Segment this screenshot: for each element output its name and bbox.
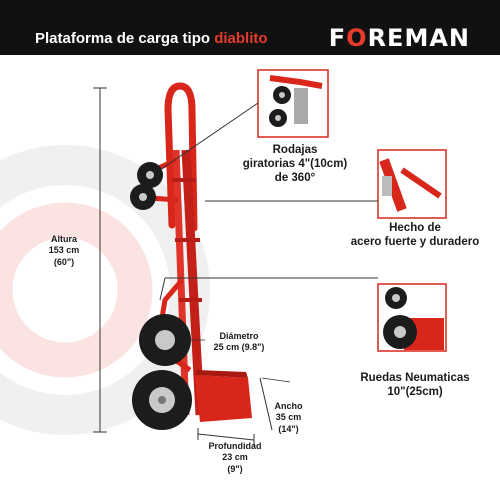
casters-label: Rodajas giratorias 4"(10cm) de 360° [225,144,365,185]
steel-label-line: Hecho de [389,222,441,234]
casters-label-line: giratorias 4"(10cm) [242,157,348,170]
brand-logo: FOREMAN [329,24,470,52]
caster-detail-image [257,69,329,138]
banner-title-main: Plataforma de carga tipo [35,30,215,47]
banner-title-accent: diablito [214,30,268,47]
brand-logo-part: REMAN [367,24,470,52]
width-dimension-label: Ancho 35 cm (14") [266,401,311,435]
tires-label-line: 10"(25cm) [387,385,443,398]
height-dimension-label: Altura 153 cm (60") [40,234,88,268]
casters-label-line: Rodajas [272,144,318,156]
depth-dimension-line [197,428,255,446]
height-imperial: (60") [53,256,75,267]
header-banner: Plataforma de carga tipo diablito FOREMA… [0,0,500,55]
width-dimension-line [259,377,291,431]
steel-label-line: acero fuerte y duradero [350,235,480,248]
tire-callout-leader-tail [159,277,166,301]
diameter-value: 25 cm (9.8") [213,342,265,353]
depth-metric: 23 cm [222,452,248,463]
depth-label: Profundidad [208,441,262,451]
frame-detail-image [377,149,447,219]
height-dimension-line [93,87,107,433]
tire-detail-image [377,283,447,352]
caster-callout-leader [159,102,259,171]
width-imperial: (14") [278,423,299,434]
bg-ring-inner [0,202,153,378]
depth-dimension-label: Profundidad 23 cm (9") [200,441,270,475]
height-metric: 153 cm [48,245,80,256]
steel-frame-label: Hecho de acero fuerte y duradero [340,222,490,250]
diameter-dimension-label: Diámetro 25 cm (9.8") [208,331,270,354]
width-metric: 35 cm [275,412,302,423]
depth-imperial: (9") [227,463,243,474]
height-label: Altura [50,234,77,244]
brand-logo-part: F [328,24,347,52]
width-label: Ancho [274,401,303,411]
brand-logo-mark: O [346,24,368,52]
hand-truck-image [130,82,252,430]
casters-label-line: de 360° [274,171,316,184]
tires-label-line: Ruedas Neumaticas [360,372,470,384]
tires-label: Ruedas Neumaticas 10"(25cm) [345,372,485,400]
diameter-label: Diámetro [219,331,259,341]
banner-title: Plataforma de carga tipo diablito [35,30,268,47]
